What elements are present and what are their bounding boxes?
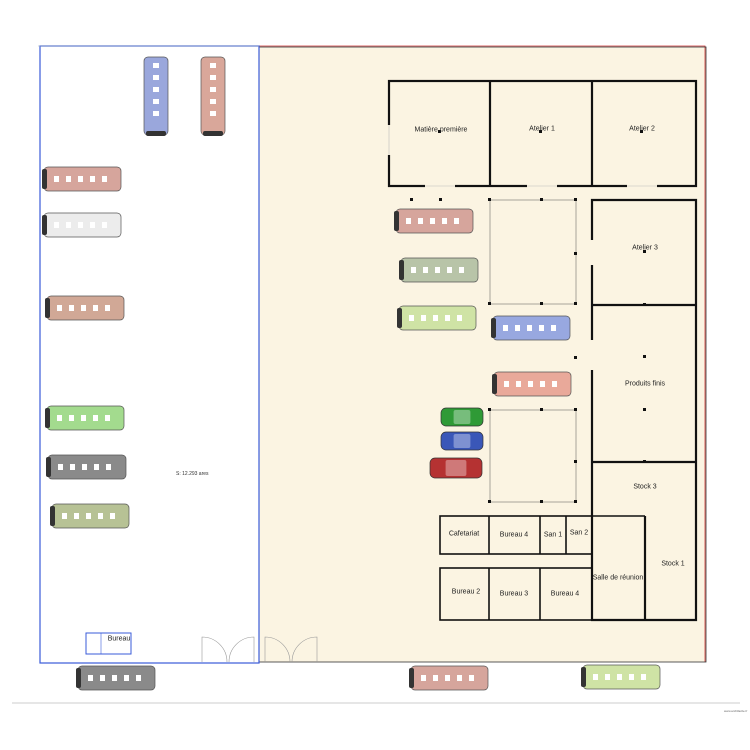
- car-blue: [440, 431, 484, 451]
- room-produits-finis: Produits finis: [624, 380, 666, 388]
- site-boundary-red: [259, 45, 706, 662]
- room-salle-de-reunion: Salle de réunion: [592, 574, 644, 582]
- room-atelier-1: Atelier 1: [529, 125, 555, 133]
- bus-periwinkle-middle: [491, 315, 571, 341]
- bus-tan-left: [45, 295, 125, 321]
- bus-lime-bottom: [581, 664, 661, 690]
- office-walls: [439, 515, 645, 621]
- room-san-2: San 2: [569, 529, 589, 537]
- room-cafetariat: Cafetariat: [448, 530, 480, 538]
- room-atelier-3: Atelier 3: [632, 244, 658, 252]
- bay-posts: [410, 130, 646, 503]
- vehicles: [42, 56, 661, 691]
- bus-lime-middle: [397, 305, 477, 331]
- bus-grey-left: [46, 454, 127, 480]
- room-bureau-4-top: Bureau 4: [499, 531, 529, 539]
- bus-olive-left: [50, 503, 130, 529]
- room-bureau-4-bottom: Bureau 4: [550, 590, 580, 598]
- room-bureau-3: Bureau 3: [499, 590, 529, 598]
- room-small-bureau: Bureau: [107, 635, 131, 643]
- room-stock-3: Stock 3: [633, 483, 657, 491]
- window-marks: [388, 125, 657, 187]
- bus-green-left: [45, 405, 125, 431]
- bus-sage-middle: [399, 257, 479, 283]
- bus-grey-bottom: [76, 665, 156, 691]
- door-swings: [201, 636, 318, 663]
- bus-peach-middle: [492, 371, 572, 397]
- bus-rose-left: [42, 166, 122, 192]
- bus-blue-vertical: [143, 56, 169, 136]
- bus-white-left: [42, 212, 122, 238]
- room-stock-1: Stock 1: [661, 560, 685, 568]
- site-area-label: S: 12.293 ares: [176, 471, 209, 477]
- room-matiere-premiere: Matière première: [414, 126, 468, 134]
- bus-rose-bottom: [409, 665, 489, 691]
- room-san-1: San 1: [543, 531, 563, 539]
- footer-credit: www.archifacile.fr: [724, 709, 748, 713]
- site-right-zone: [259, 47, 706, 662]
- small-bureau-box: [85, 632, 132, 655]
- bus-salmon-vertical: [200, 56, 226, 136]
- room-bureau-2: Bureau 2: [451, 588, 481, 596]
- car-green: [440, 407, 484, 427]
- room-atelier-2: Atelier 2: [629, 125, 655, 133]
- car-red: [429, 457, 483, 479]
- parking-zone: [39, 45, 260, 664]
- bus-rose-middle: [394, 208, 474, 234]
